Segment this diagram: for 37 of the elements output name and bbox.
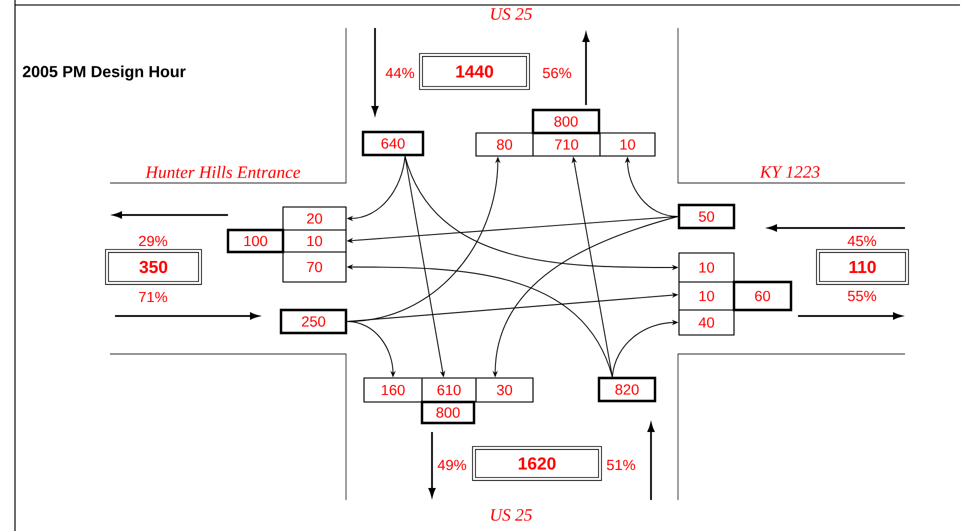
volume-box: 610: [421, 377, 477, 403]
volume-box: 10: [282, 229, 347, 253]
percent-label: 56%: [542, 68, 572, 78]
volume-box: 40: [678, 309, 735, 336]
percent-label: 44%: [386, 68, 414, 78]
volume-box: 30: [475, 377, 534, 403]
volume-box: 800: [532, 108, 600, 134]
volume-box: 100: [226, 228, 284, 254]
percent-label: 45%: [848, 236, 876, 246]
road-name: Hunter Hills Entrance: [145, 166, 300, 178]
volume-box: 80: [475, 132, 534, 157]
volume-box: 710: [532, 132, 601, 157]
road-name: US 25: [491, 509, 532, 521]
total-volume-box: 110: [816, 249, 909, 285]
road-name: US 25: [491, 8, 532, 20]
percent-label: 49%: [438, 460, 466, 470]
volume-box: 820: [598, 376, 656, 402]
road-name: KY 1223: [760, 166, 820, 178]
percent-label: 71%: [139, 292, 168, 302]
percent-label: 29%: [139, 236, 168, 246]
volume-box: 800: [420, 400, 476, 424]
volume-box: 20: [282, 206, 347, 231]
volume-box: 10: [678, 252, 735, 283]
volume-box: 250: [280, 308, 348, 334]
volume-box: 50: [678, 204, 736, 230]
volume-box: 60: [732, 280, 792, 312]
percent-label: 55%: [848, 290, 876, 302]
volume-box: 160: [363, 377, 423, 403]
total-volume-box: 1620: [472, 446, 602, 481]
total-volume-box: 1440: [419, 53, 530, 90]
volume-box: 10: [599, 132, 656, 157]
volume-box: 70: [282, 251, 347, 283]
volume-box: 10: [678, 281, 735, 311]
title: 2005 PM Design Hour: [22, 66, 186, 80]
total-volume-box: 350: [105, 249, 202, 285]
volume-box: 640: [362, 130, 424, 156]
percent-label: 51%: [606, 460, 636, 470]
